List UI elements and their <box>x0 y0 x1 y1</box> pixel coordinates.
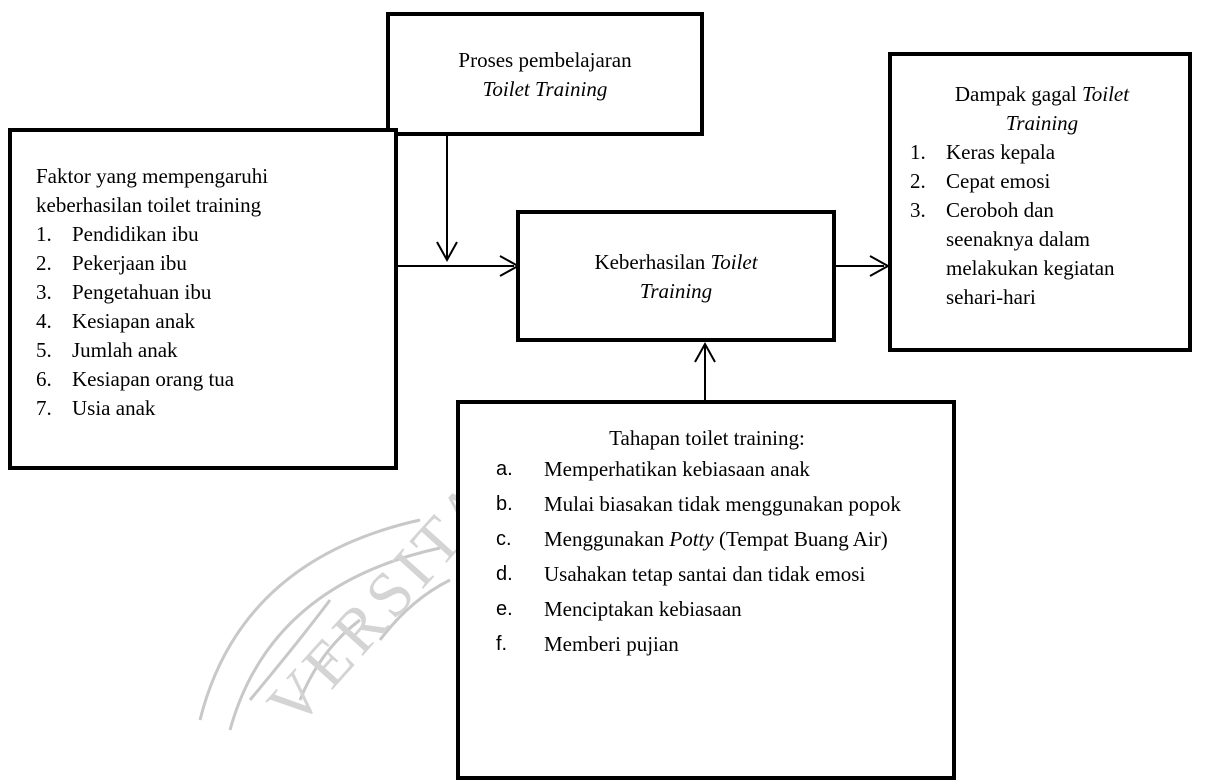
list-item: 2. Pekerjaan ibu <box>36 249 394 278</box>
success-prefix: Keberhasilan <box>594 250 711 274</box>
impact-list: 1. Keras kepala 2. Cepat emosi 3. Ceroboh d… <box>910 138 1174 312</box>
list-marker: 1. <box>36 222 52 246</box>
process-line2: Toilet Training <box>482 77 608 101</box>
stages-title: Tahapan toilet training: <box>609 426 805 450</box>
list-item: 3. Ceroboh dan seenaknya dalam melakukan … <box>910 196 1174 312</box>
list-item: 7. Usia anak <box>36 394 394 423</box>
list-text: Menciptakan kebiasaan <box>544 597 742 621</box>
stages-arrowhead <box>694 341 716 363</box>
list-item: b. Mulai biasakan tidak menggunakan popok <box>476 490 938 519</box>
list-item: 5. Jumlah anak <box>36 336 394 365</box>
list-text: Kesiapan orang tua <box>72 367 235 391</box>
list-marker: 3. <box>36 280 52 304</box>
factors-box: Faktor yang mempengaruhi keberhasilan to… <box>8 128 398 470</box>
list-text: Kesiapan anak <box>72 309 196 333</box>
list-marker: 2. <box>910 169 926 193</box>
list-marker: 6. <box>36 367 52 391</box>
list-item: c. Menggunakan Potty (Tempat Buang Air) <box>476 525 938 554</box>
list-text: Mulai biasakan tidak menggunakan popok <box>544 492 901 516</box>
list-marker: e. <box>496 598 513 620</box>
list-text: Usia anak <box>72 396 156 420</box>
list-marker: 3. <box>910 198 926 222</box>
success-italic1: Toilet <box>710 250 758 274</box>
list-item: 3. Pengetahuan ibu <box>36 278 394 307</box>
list-marker: 2. <box>36 251 52 275</box>
list-text: Menggunakan Potty (Tempat Buang Air) <box>544 525 938 554</box>
success-box: Keberhasilan Toilet Training <box>516 210 836 342</box>
impact-title: Dampak gagal Toilet Training <box>910 80 1174 138</box>
list-text: Usahakan tetap santai dan tidak emosi <box>544 562 866 586</box>
list-marker: b. <box>496 493 513 515</box>
impact-box: Dampak gagal Toilet Training 1. Keras kep… <box>888 52 1192 352</box>
list-item: a. Memperhatikan kebiasaan anak <box>476 455 938 484</box>
list-marker: a. <box>496 458 513 480</box>
impact-arrowhead <box>869 255 891 277</box>
success-italic2: Training <box>639 279 713 303</box>
list-marker: 5. <box>36 338 52 362</box>
list-marker: c. <box>496 528 512 550</box>
stage-c-italic: Potty <box>669 527 714 551</box>
stages-list: a. Memperhatikan kebiasaan anak b. Mulai b… <box>476 455 938 659</box>
list-text: Jumlah anak <box>72 338 178 362</box>
factors-title: Faktor yang mempengaruhi keberhasilan to… <box>36 164 269 217</box>
list-marker: 7. <box>36 396 52 420</box>
impact-prefix: Dampak gagal <box>954 82 1083 106</box>
process-box: Proses pembelajaran Toilet Training <box>386 12 704 136</box>
list-text: Ceroboh dan seenaknya dalam melakukan ke… <box>946 198 1115 309</box>
list-item: 1. Keras kepala <box>910 138 1174 167</box>
list-item: e. Menciptakan kebiasaan <box>476 595 938 624</box>
list-item: 2. Cepat emosi <box>910 167 1174 196</box>
stages-box: Tahapan toilet training: a. Memperhatikan… <box>456 400 956 780</box>
list-item: 4. Kesiapan anak <box>36 307 394 336</box>
list-item: 6. Kesiapan orang tua <box>36 365 394 394</box>
list-text: Cepat emosi <box>946 169 1051 193</box>
list-marker: 4. <box>36 309 52 333</box>
list-marker: 1. <box>910 140 926 164</box>
process-arrowhead <box>436 241 458 263</box>
impact-italic2: Training <box>1005 111 1079 135</box>
stage-c-before: Menggunakan <box>544 527 670 551</box>
success-line1: Keberhasilan Toilet <box>520 248 832 277</box>
list-text: Keras kepala <box>946 140 1056 164</box>
list-text: Pengetahuan ibu <box>72 280 212 304</box>
factors-list: 1. Pendidikan ibu 2. Pekerjaan ibu 3. Penge… <box>36 220 394 423</box>
list-text: Pekerjaan ibu <box>72 251 187 275</box>
impact-italic1: Toilet <box>1082 82 1130 106</box>
list-marker: d. <box>496 563 513 585</box>
list-item: f. Memberi pujian <box>476 630 938 659</box>
process-line1: Proses pembelajaran <box>458 48 632 72</box>
list-text: Memberi pujian <box>544 632 679 656</box>
list-text: Memperhatikan kebiasaan anak <box>544 457 810 481</box>
list-item: 1. Pendidikan ibu <box>36 220 394 249</box>
stage-c-after: (Tempat Buang Air) <box>713 527 888 551</box>
list-text: Pendidikan ibu <box>72 222 199 246</box>
list-item: d. Usahakan tetap santai dan tidak emosi <box>476 560 938 589</box>
list-marker: f. <box>496 633 508 655</box>
